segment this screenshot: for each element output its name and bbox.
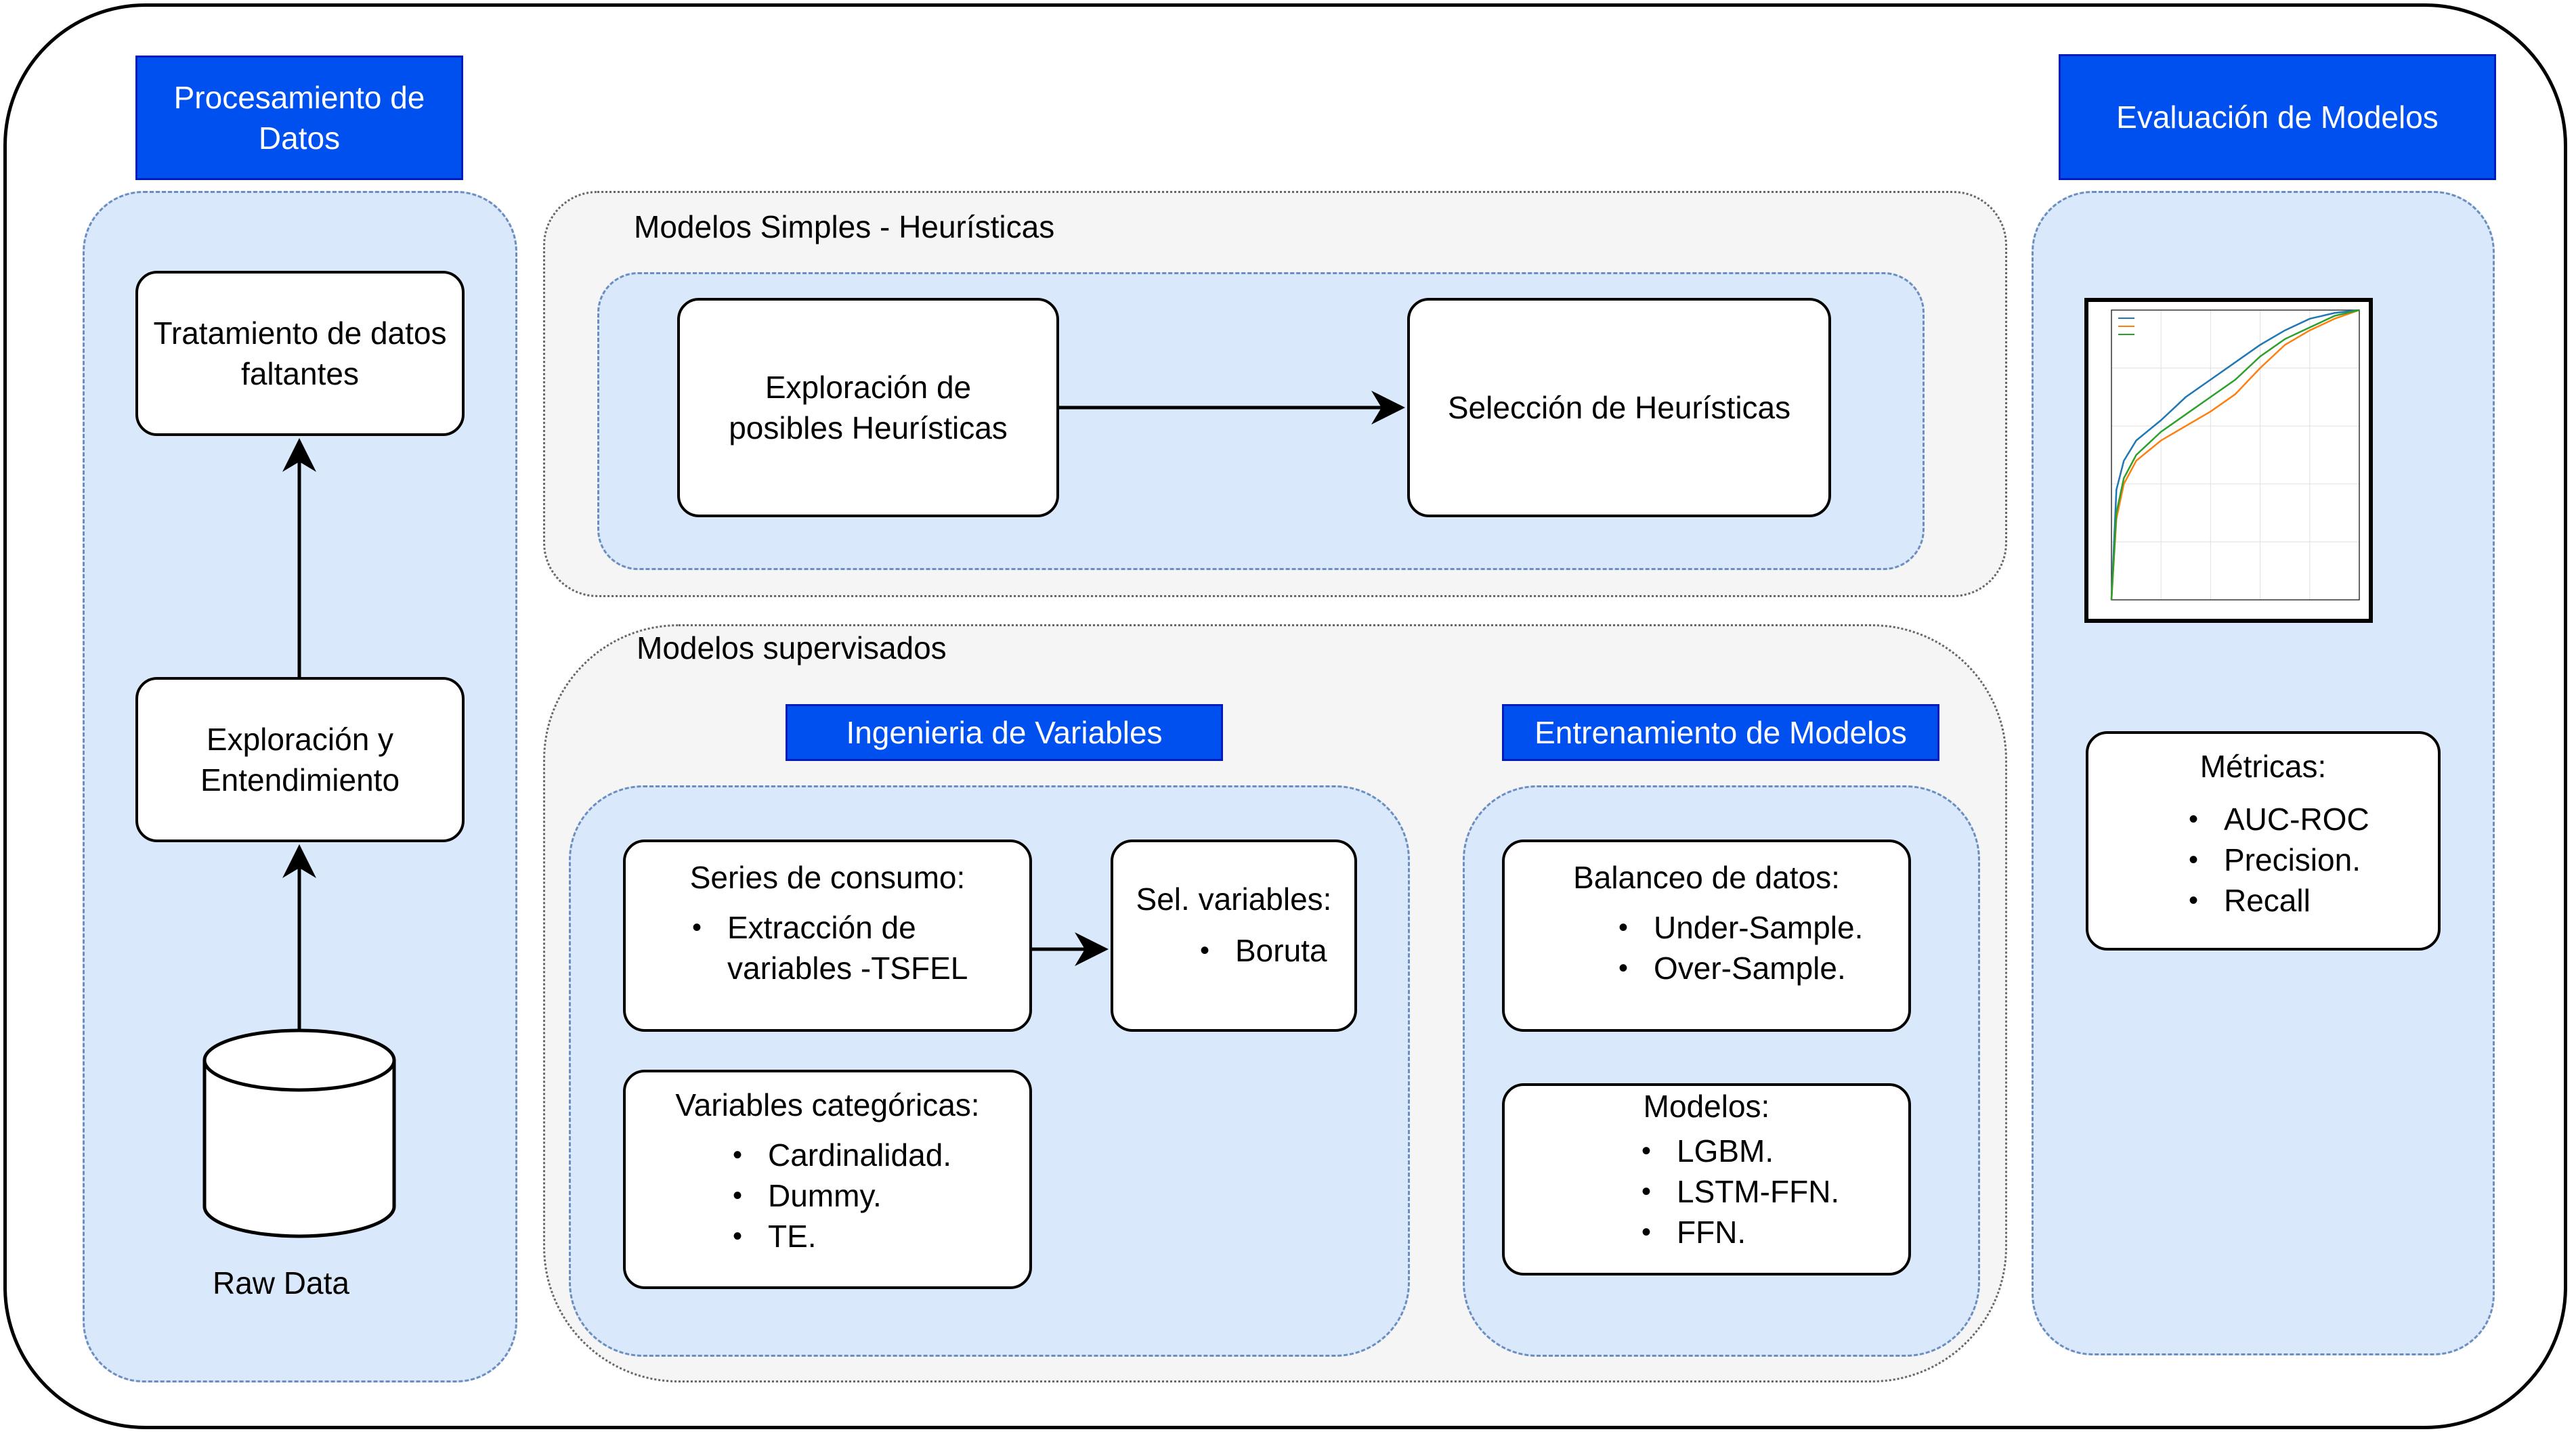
list-item: FFN. — [1636, 1212, 1839, 1252]
exploracion-heuristicas-node[interactable]: Exploración de posibles Heurísticas — [677, 298, 1059, 517]
metricas-list: AUC-ROC Precision. Recall — [2183, 799, 2369, 921]
modelos-node[interactable]: Modelos: LGBM. LSTM-FFN. FFN. — [1502, 1083, 1911, 1276]
list-item: Precision. — [2183, 840, 2369, 880]
series-consumo-list: Extracción de variables -TSFEL — [687, 907, 985, 988]
seleccion-heuristicas-node[interactable]: Selección de Heurísticas — [1407, 298, 1831, 517]
modelos-title: Modelos: — [1643, 1089, 1770, 1124]
tratamiento-node[interactable]: Tratamiento de datos faltantes — [135, 271, 465, 436]
balanceo-title: Balanceo de datos: — [1573, 860, 1840, 895]
list-item: Over-Sample. — [1613, 948, 1863, 988]
metricas-title: Métricas: — [2199, 749, 2327, 784]
series-consumo-title: Series de consumo: — [689, 860, 966, 895]
raw-data-label: Raw Data — [213, 1265, 349, 1301]
series-line-2 — [2110, 309, 2360, 601]
list-item: Recall — [2183, 880, 2369, 921]
modelos-supervisados-label: Modelos supervisados — [637, 630, 947, 666]
variables-categoricas-list: Cardinalidad. Dummy. TE. — [727, 1135, 951, 1257]
list-item: Extracción de variables -TSFEL — [687, 907, 985, 988]
list-item: TE. — [727, 1216, 951, 1257]
variables-categoricas-node[interactable]: Variables categóricas: Cardinalidad. Dum… — [623, 1070, 1032, 1289]
roc-chart-svg — [2110, 309, 2360, 601]
series-consumo-node[interactable]: Series de consumo: Extracción de variabl… — [623, 840, 1032, 1032]
procesamiento-header: Procesamiento de Datos — [135, 56, 463, 180]
list-item: LSTM-FFN. — [1636, 1171, 1839, 1212]
list-item: LGBM. — [1636, 1131, 1839, 1171]
entrenamiento-header: Entrenamiento de Modelos — [1502, 704, 1939, 761]
balanceo-list: Under-Sample. Over-Sample. — [1613, 907, 1863, 988]
sel-variables-list: Boruta — [1195, 930, 1327, 971]
list-item: Cardinalidad. — [727, 1135, 951, 1175]
sel-variables-node[interactable]: Sel. variables: Boruta — [1111, 840, 1357, 1032]
list-item: Boruta — [1195, 930, 1327, 971]
series-line-1 — [2110, 309, 2360, 601]
roc-chart — [2084, 298, 2373, 623]
variables-categoricas-title: Variables categóricas: — [675, 1087, 980, 1123]
modelos-list: LGBM. LSTM-FFN. FFN. — [1636, 1131, 1839, 1252]
balanceo-node[interactable]: Balanceo de datos: Under-Sample. Over-Sa… — [1502, 840, 1911, 1032]
exploracion-entendimiento-node[interactable]: Exploración y Entendimiento — [135, 677, 465, 842]
ingenieria-header: Ingenieria de Variables — [786, 704, 1223, 761]
plot-area — [2111, 309, 2360, 601]
sel-variables-title: Sel. variables: — [1136, 881, 1332, 917]
modelos-simples-label: Modelos Simples - Heurísticas — [634, 209, 1055, 244]
metricas-node[interactable]: Métricas: AUC-ROC Precision. Recall — [2086, 731, 2441, 951]
evaluacion-header: Evaluación de Modelos — [2059, 54, 2496, 180]
list-item: Dummy. — [727, 1175, 951, 1216]
list-item: AUC-ROC — [2183, 799, 2369, 840]
list-item: Under-Sample. — [1613, 907, 1863, 948]
series-line-3 — [2110, 309, 2360, 601]
